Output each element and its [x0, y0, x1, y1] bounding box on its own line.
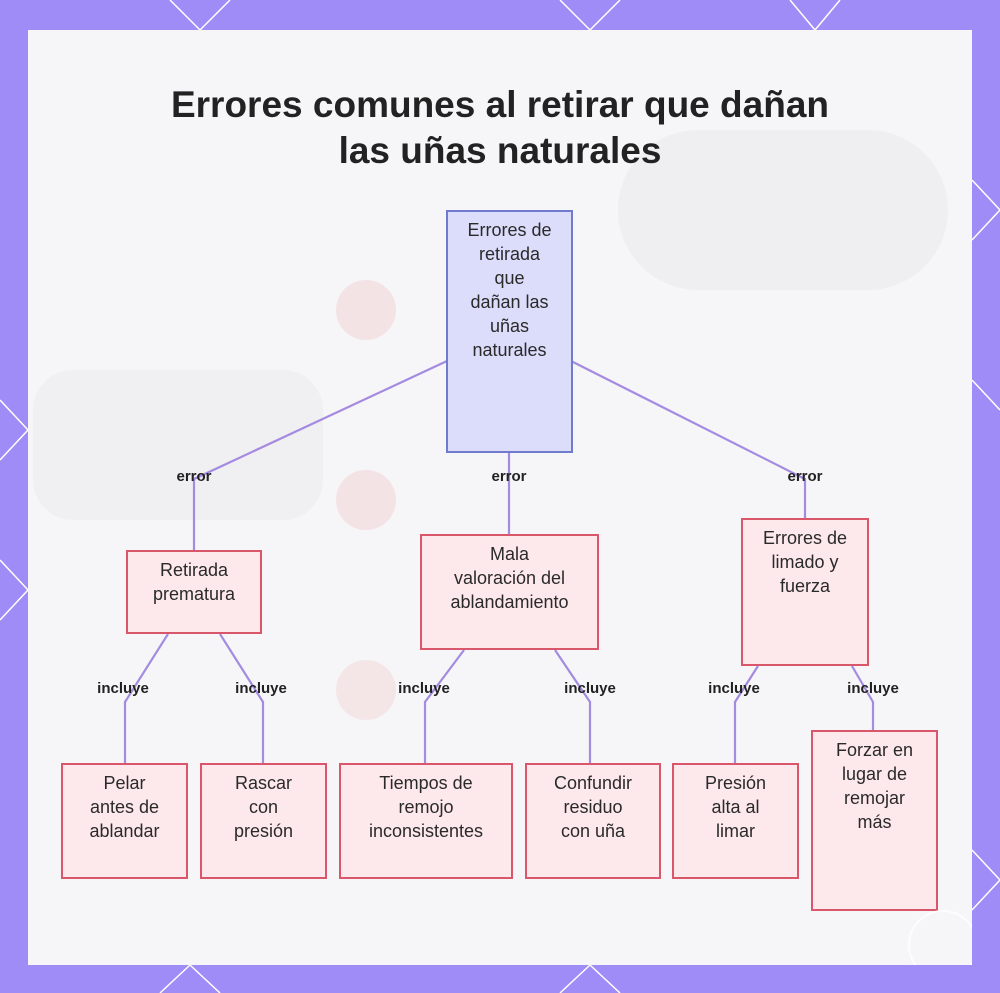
edge-label-error-1: error	[176, 468, 212, 485]
edge-branch-3-to-leaf-1	[733, 665, 759, 763]
edge-branch-2-to-leaf-2	[554, 649, 592, 763]
edge-label-incluye-1: incluye	[97, 680, 149, 697]
title-line-2: las uñas naturales	[338, 130, 662, 171]
edge-label-incluye-2: incluye	[235, 680, 287, 697]
edge-label-incluye-4: incluye	[564, 680, 616, 697]
edge-branch-1-to-leaf-1	[123, 633, 169, 763]
edge-branch-2-to-leaf-1	[423, 649, 465, 763]
branch-node-errores-limado: Errores de limado y fuerza	[741, 518, 869, 666]
diagram-title: Errores comunes al retirar que dañan las…	[28, 82, 972, 174]
edge-label-error-2: error	[491, 468, 527, 485]
background-ghost-shape	[618, 130, 948, 290]
edge-branch-1-to-leaf-2	[219, 633, 265, 763]
branch-node-retirada-prematura: Retirada prematura	[126, 550, 262, 634]
edge-label-incluye-6: incluye	[847, 680, 899, 697]
diagram-edges	[123, 360, 875, 763]
background-ghost-dot	[336, 660, 396, 720]
edge-label-incluye-3: incluye	[398, 680, 450, 697]
leaf-node-pelar: Pelar antes de ablandar	[61, 763, 188, 879]
leaf-node-tiempos: Tiempos de remojo inconsistentes	[339, 763, 513, 879]
leaf-node-presion: Presión alta al limar	[672, 763, 799, 879]
leaf-node-rascar: Rascar con presión	[200, 763, 327, 879]
watermark-icon	[908, 910, 972, 965]
edge-label-error-3: error	[787, 468, 823, 485]
edge-root-to-branch-1	[192, 360, 448, 550]
title-line-1: Errores comunes al retirar que dañan	[170, 84, 829, 125]
leaf-node-confundir: Confundir residuo con uña	[525, 763, 661, 879]
leaf-node-forzar: Forzar en lugar de remojar más	[811, 730, 938, 911]
edge-branch-3-to-leaf-2	[851, 665, 875, 730]
background-ghost-shape	[33, 370, 323, 520]
edge-label-incluye-5: incluye	[708, 680, 760, 697]
edge-root-to-branch-3	[570, 360, 807, 518]
background-ghost-dot	[336, 280, 396, 340]
diagram-card: Errores comunes al retirar que dañan las…	[28, 30, 972, 965]
background-ghost-dot	[336, 470, 396, 530]
root-node: Errores de retirada que dañan las uñas n…	[446, 210, 573, 453]
branch-node-mala-valoracion: Mala valoración del ablandamiento	[420, 534, 599, 650]
